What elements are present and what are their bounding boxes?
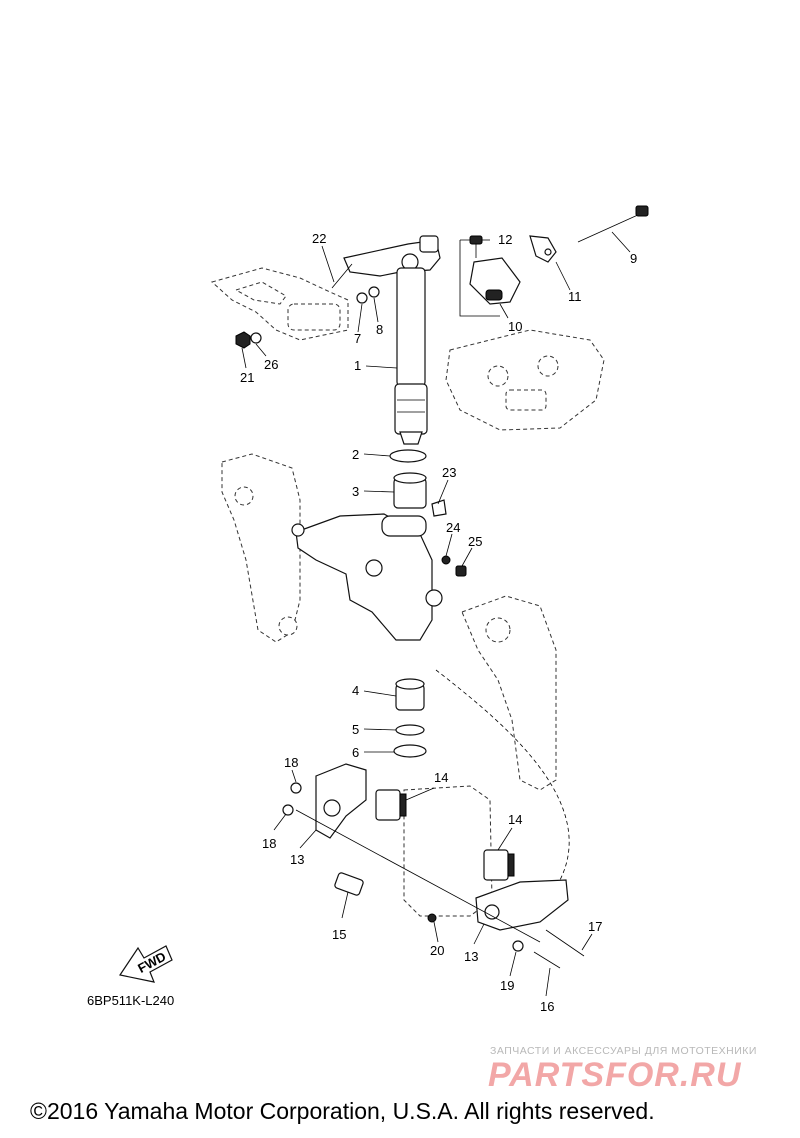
bolt-25: [455, 565, 467, 577]
callout-18a: 18: [284, 755, 298, 770]
callout-20: 20: [430, 943, 444, 958]
washer-26: [250, 332, 262, 344]
bolt-22: [331, 263, 353, 289]
callout-16: 16: [540, 999, 554, 1014]
callout-17: 17: [588, 919, 602, 934]
seal-6: [393, 744, 427, 758]
copyright-notice: ©2016 Yamaha Motor Corporation, U.S.A. A…: [30, 1098, 655, 1124]
callout-14b: 14: [508, 812, 522, 827]
clamp-11: [529, 235, 557, 263]
callout-3: 3: [352, 484, 359, 499]
callout-26: 26: [264, 357, 278, 372]
nut-7: [356, 292, 368, 304]
clamp-bracket-right-ghost: [461, 595, 557, 791]
nut-21: [235, 331, 251, 349]
washer-24: [441, 555, 451, 565]
callout-14a: 14: [434, 770, 448, 785]
callout-6: 6: [352, 745, 359, 760]
callout-4: 4: [352, 683, 359, 698]
washer-19: [512, 940, 524, 952]
washer-18b: [282, 804, 294, 816]
upper-mount-bracket-ghost: [210, 267, 349, 341]
callout-8: 8: [376, 322, 383, 337]
rubber-mount-14a: [375, 789, 407, 821]
bolt-16: [533, 951, 561, 969]
leader-lines: [241, 231, 631, 997]
callout-15: 15: [332, 927, 346, 942]
bolt-20: [427, 913, 437, 923]
bottom-cowling-ghost: [445, 329, 605, 431]
rubber-mount-14b: [483, 849, 515, 881]
callout-22: 22: [312, 231, 326, 246]
callout-19: 19: [500, 978, 514, 993]
bushing-4: [395, 678, 425, 711]
washer-8: [368, 286, 380, 298]
steering-arm: [343, 235, 441, 277]
callout-13a: 13: [290, 852, 304, 867]
swivel-bracket: [291, 513, 443, 641]
callout-11: 11: [568, 289, 582, 304]
washer-18a: [290, 782, 302, 794]
callout-18b: 18: [262, 836, 276, 851]
clip-23: [431, 499, 447, 517]
callout-7: 7: [354, 331, 361, 346]
callout-23: 23: [442, 465, 456, 480]
callout-2: 2: [352, 447, 359, 462]
callout-labels: 22 12 9 11 10 7 8 21 26 1 2 23 3 24 25 4…: [240, 231, 637, 1014]
callout-9: 9: [630, 251, 637, 266]
sensor-10: [469, 257, 521, 305]
drawing-code: 6BP511K-L240: [87, 993, 175, 1008]
group-bracket: [459, 239, 500, 317]
callout-1: 1: [354, 358, 361, 373]
bolt-9: [577, 205, 649, 243]
damper-15: [334, 872, 364, 896]
callout-5: 5: [352, 722, 359, 737]
clamp-bracket-left-ghost: [221, 453, 301, 643]
fwd-arrow-icon: FWD: [119, 945, 173, 983]
bolt-17: [545, 929, 585, 957]
callout-21: 21: [240, 370, 254, 385]
callout-13b: 13: [464, 949, 478, 964]
mount-housing-left-13: [315, 763, 367, 839]
bushing-3: [393, 472, 427, 509]
callout-24: 24: [446, 520, 460, 535]
mount-housing-right-13: [475, 879, 569, 931]
steering-shaft: [394, 267, 428, 445]
ring-2: [389, 449, 427, 463]
callout-25: 25: [468, 534, 482, 549]
bolt-12: [469, 235, 483, 258]
watermark-tagline: ЗАПЧАСТИ И АКСЕССУАРЫ ДЛЯ МОТОТЕХНИКИ: [490, 1045, 757, 1057]
callout-10: 10: [508, 319, 522, 334]
ring-5: [395, 724, 425, 736]
watermark-logo: PARTSFOR.RU: [488, 1056, 742, 1094]
callout-12: 12: [498, 232, 512, 247]
